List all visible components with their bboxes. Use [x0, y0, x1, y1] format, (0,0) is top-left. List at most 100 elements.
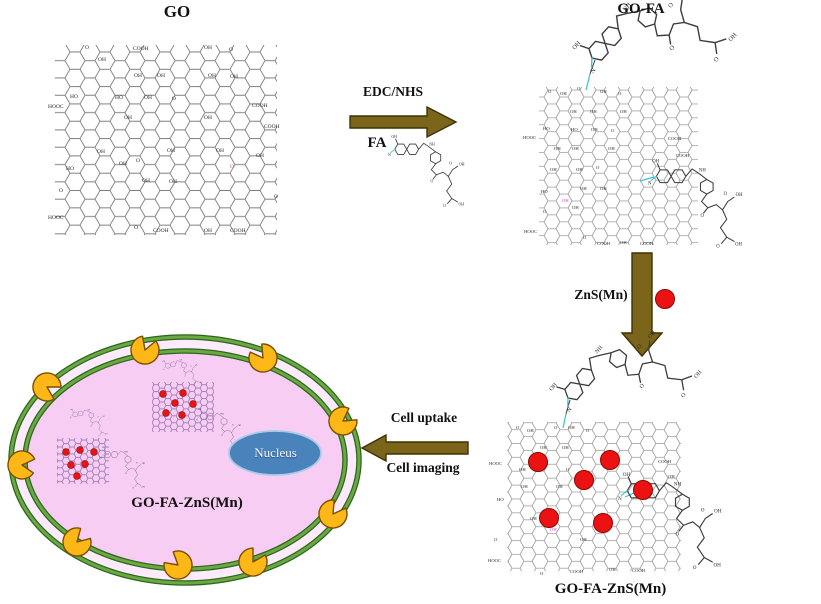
go-fa-zns-title: GO-FA-ZnS(Mn)	[554, 581, 667, 597]
chem-label: OH	[572, 205, 579, 210]
chem-label: OH	[144, 95, 152, 101]
zns-dot	[179, 389, 187, 397]
chem-label: OH	[668, 474, 675, 479]
chem-label: OH	[208, 73, 216, 79]
chem-label: O	[516, 425, 520, 430]
chem-label: O	[583, 235, 587, 240]
zns-label: ZnS(Mn)	[574, 287, 628, 302]
go-sheet: O COOH OH O OH OH OH OH OH HO HO OH O HO…	[48, 45, 280, 235]
chem-label: OH	[540, 445, 547, 450]
go-fa-assembly: O O OH OH O OH OH OH HO HO OH O HOOC COO…	[523, 0, 744, 251]
chem-label: OH	[216, 148, 224, 154]
chem-label: COOH	[264, 124, 280, 130]
chem-label: HO	[497, 497, 504, 502]
epoxide-label: O	[230, 164, 234, 170]
chem-label: O	[540, 571, 544, 576]
chem-label: OH	[204, 228, 212, 234]
chem-label: OH	[560, 91, 567, 96]
go-fa-functional-groups: O OH OH O OH OH OH HO HO OH O HOOC COOH …	[523, 89, 690, 246]
edc-nhs-label: EDC/NHS	[362, 84, 423, 99]
zns-dot	[81, 460, 89, 468]
chem-label: COOH	[632, 568, 646, 573]
chem-label: O	[134, 225, 138, 231]
zns-dot	[162, 409, 170, 417]
chem-label: COOH	[133, 46, 149, 52]
go-title: GO	[163, 2, 191, 21]
zns-dot	[189, 400, 197, 408]
chem-label: OH	[134, 73, 142, 79]
fa-linker-amine	[562, 413, 567, 429]
go-fa-title: GO-FA	[617, 1, 665, 17]
chem-label: HOOC	[489, 461, 502, 466]
chem-label: OH	[580, 537, 587, 542]
zns-dot	[171, 399, 179, 407]
chem-label: OH	[562, 445, 569, 450]
chem-label: O	[229, 47, 233, 53]
chem-label: O	[274, 194, 278, 200]
zns-dot	[90, 448, 98, 456]
cell-go-fa-zns-label: GO-FA-ZnS(Mn)	[131, 495, 243, 511]
chem-label: OH	[519, 467, 526, 472]
fa-linker-amine	[639, 176, 655, 182]
chem-label: OH	[169, 179, 177, 185]
go-fa-zns-functional-groups: O OH OH O OH OH HOOC COOH OH OH O HO OH …	[488, 425, 675, 576]
zns-particle-legend	[655, 289, 675, 309]
chem-label: O	[577, 86, 581, 91]
epoxide-label: OH	[550, 527, 557, 532]
mini-zns-dots	[159, 389, 197, 419]
chem-label: OH	[590, 109, 597, 114]
cell	[6, 333, 362, 586]
go-lattice	[55, 45, 277, 235]
chem-label: OH	[204, 45, 212, 51]
cell-imaging-label: Cell imaging	[386, 460, 460, 475]
chem-label: OH	[600, 186, 607, 191]
mini-zns-dots	[62, 446, 98, 480]
chem-label: OH	[556, 484, 563, 489]
chem-label: O	[543, 209, 547, 214]
go-fa-zns-lattice	[507, 422, 681, 571]
zns-dot	[178, 411, 186, 419]
nucleus-shape	[228, 430, 322, 476]
chem-label: OH	[256, 153, 264, 159]
chem-label: HO	[70, 94, 78, 100]
chem-label: COOH	[230, 228, 246, 234]
zns-dot	[528, 452, 548, 472]
chem-label: HO	[543, 126, 550, 131]
chem-label: O	[586, 428, 590, 433]
zns-dot	[159, 390, 167, 398]
chem-label: OH	[570, 109, 577, 114]
chem-label: OH	[98, 57, 106, 63]
go-functional-groups: O COOH OH O OH OH OH OH OH HO HO OH O HO…	[48, 45, 280, 234]
zns-dot	[62, 448, 70, 456]
chem-label: HOOC	[48, 215, 64, 221]
chem-label: O	[618, 91, 622, 96]
chem-label: OH	[124, 115, 132, 121]
chem-label: HO	[115, 95, 123, 101]
chem-label: OH	[608, 146, 615, 151]
chem-label: OH	[119, 161, 127, 167]
chem-label: O	[548, 89, 552, 94]
chem-label: O	[554, 425, 558, 430]
zns-dot	[67, 461, 75, 469]
zns-dots	[528, 450, 653, 533]
chem-label: O	[59, 188, 63, 194]
cell-uptake-arrow	[360, 433, 469, 463]
chem-label: OH	[620, 109, 627, 114]
chem-label: OH	[97, 149, 105, 155]
chem-label: OH	[142, 178, 150, 184]
chem-label: OH	[550, 167, 557, 172]
chem-label: O	[494, 537, 498, 542]
chem-label: OH	[580, 186, 587, 191]
chem-label: OH	[167, 148, 175, 154]
internal-nanocomposite-b	[57, 403, 146, 490]
chem-label: OH	[521, 484, 528, 489]
chem-label: OH	[576, 167, 583, 172]
chem-label: HOOC	[524, 229, 537, 234]
chem-label: O	[611, 128, 615, 133]
zns-dot	[600, 450, 620, 470]
chem-label: OH	[600, 89, 607, 94]
fa-molecule-standalone	[387, 134, 466, 209]
chem-label: HO	[541, 189, 548, 194]
chem-label: COOH	[153, 228, 169, 234]
